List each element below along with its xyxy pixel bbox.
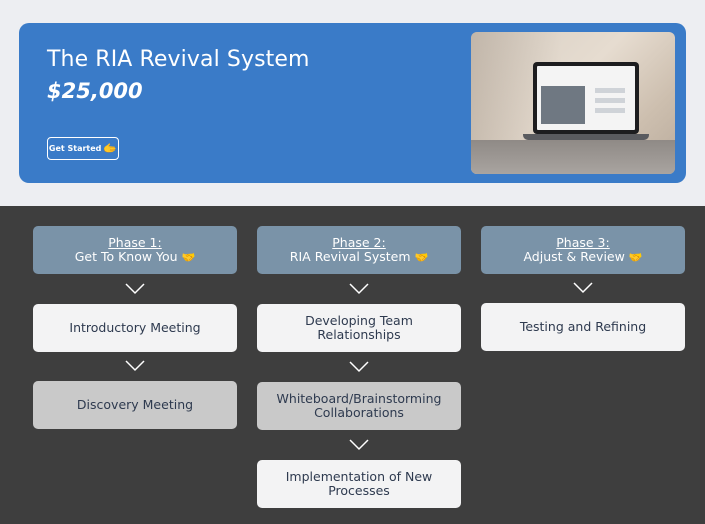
chevron-down-icon	[573, 282, 593, 294]
phase-1-header: Phase 1: Get To Know You 🤝	[33, 226, 237, 274]
phase-2-header: Phase 2: RIA Revival System 🤝	[257, 226, 461, 274]
hero-price: $25,000	[47, 79, 143, 103]
step-card: Discovery Meeting	[33, 381, 237, 429]
handshake-icon: 🫱	[103, 142, 118, 155]
get-started-label: Get Started	[48, 144, 102, 153]
phase-1-name: Get To Know You	[74, 249, 178, 264]
step-card: Testing and Refining	[481, 303, 685, 351]
handshake-icon: 🤝	[628, 251, 643, 264]
screen-row	[595, 88, 625, 93]
phase-2-name: RIA Revival System	[289, 249, 411, 264]
screen-row	[595, 108, 625, 113]
screen-panel	[541, 86, 585, 124]
chevron-down-icon	[349, 283, 369, 295]
table-surface	[471, 140, 675, 174]
chevron-down-icon	[125, 283, 145, 295]
phase-3-header: Phase 3: Adjust & Review 🤝	[481, 226, 685, 274]
chevron-down-icon	[349, 439, 369, 451]
step-card: Whiteboard/Brainstorming Collaborations	[257, 382, 461, 430]
laptop-mockup-image	[471, 32, 675, 174]
handshake-icon: 🤝	[414, 251, 429, 264]
hero-banner: The RIA Revival System $25,000 Get Start…	[19, 23, 686, 183]
get-started-button[interactable]: Get Started 🫱	[47, 137, 119, 160]
chevron-down-icon	[125, 360, 145, 372]
phase-2-label: Phase 2:	[332, 235, 386, 250]
laptop-screen-content	[537, 66, 635, 130]
step-card: Implementation of New Processes	[257, 460, 461, 508]
step-card: Introductory Meeting	[33, 304, 237, 352]
hero-title: The RIA Revival System	[47, 47, 310, 72]
screen-row	[595, 98, 625, 103]
laptop-screen	[533, 62, 639, 134]
handshake-icon: 🤝	[181, 251, 196, 264]
step-card: Developing Team Relationships	[257, 304, 461, 352]
laptop-base	[523, 134, 649, 140]
chevron-down-icon	[349, 361, 369, 373]
phase-3-label: Phase 3:	[556, 235, 610, 250]
hero-section: The RIA Revival System $25,000 Get Start…	[0, 0, 705, 206]
phase-3-name: Adjust & Review	[523, 249, 625, 264]
phase-1-label: Phase 1:	[108, 235, 162, 250]
